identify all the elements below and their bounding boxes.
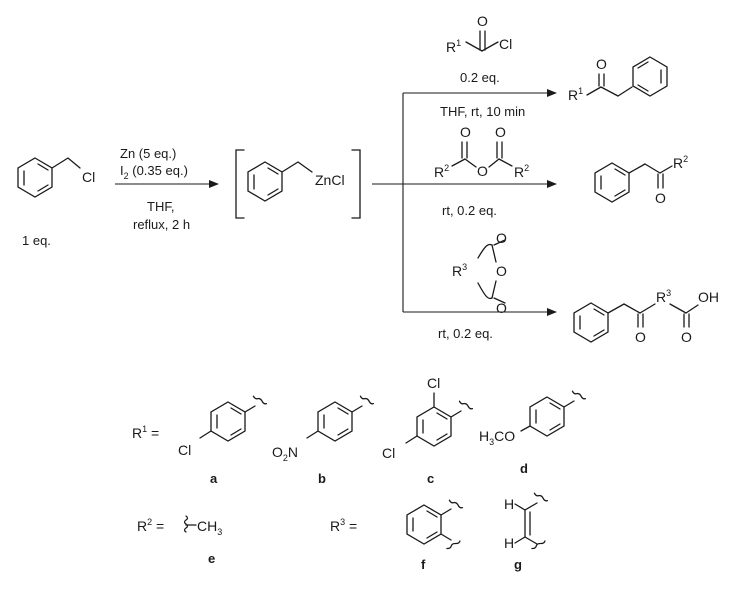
benzylzinc-intermediate: ZnCl — [235, 149, 361, 219]
r1-option-a: Cl — [178, 395, 268, 458]
iodine-reagent: I2 (0.35 eq.) — [120, 163, 188, 181]
left-bracket — [235, 149, 245, 219]
r2-group-left: R2 — [434, 163, 449, 180]
chloro-substituent-ortho: Cl — [427, 375, 440, 391]
carbonyl-oxygen: O — [655, 190, 666, 206]
acid-carbonyl-oxygen: O — [681, 329, 692, 345]
carbonyl-oxygen-bottom: O — [496, 300, 507, 316]
benzene-ring — [247, 161, 283, 202]
r3-group: R3 — [452, 262, 467, 279]
carbonyl-oxygen-top: O — [496, 230, 507, 246]
anhydride-conditions: rt, 0.2 eq. — [442, 203, 497, 218]
step1-conditions: reflux, 2 h — [133, 217, 190, 232]
anhydride-structure: O O O R2 R2 — [434, 124, 529, 180]
r1-group: R1 — [568, 86, 583, 103]
reactant-amount: 1 eq. — [22, 233, 51, 248]
chlorine-atom-label: Cl — [499, 36, 512, 52]
benzene-ring — [406, 504, 442, 545]
acyl-chloride-amount: 0.2 eq. — [460, 70, 500, 85]
r3-legend-label: R3 = — [330, 517, 357, 534]
label-c: c — [427, 471, 434, 486]
acyl-chloride-conditions: THF, rt, 10 min — [440, 104, 525, 119]
label-g: g — [514, 557, 522, 572]
benzene-ring — [573, 302, 609, 343]
chloro-substituent-para: Cl — [382, 445, 395, 461]
ketone-product-2: O R2 — [594, 154, 688, 206]
label-e: e — [208, 551, 215, 566]
carbonyl-oxygen-right: O — [495, 124, 506, 140]
r2-option-e: CH3 — [183, 515, 222, 537]
benzene-ring — [594, 162, 630, 203]
acyl-chloride-structure: O R1 Cl — [446, 13, 512, 55]
nitro-substituent: O2N — [272, 444, 298, 463]
r1-legend-label: R1 = — [132, 424, 159, 441]
label-a: a — [210, 471, 218, 486]
r1-option-d: H3CO — [479, 390, 587, 447]
hydroxyl-group: OH — [698, 289, 719, 305]
carbonyl-oxygen: O — [596, 56, 607, 72]
label-f: f — [421, 557, 426, 572]
r1-option-b: O2N — [272, 395, 375, 463]
benzene-ring — [17, 157, 53, 198]
keto-acid-product: O R3 O OH — [573, 288, 719, 345]
step1-solvent: THF, — [147, 199, 174, 214]
carbonyl-oxygen-left: O — [460, 124, 471, 140]
ring-oxygen: O — [496, 263, 507, 279]
alkene-hydrogen-bottom: H — [504, 535, 514, 551]
alkene-hydrogen-top: H — [504, 496, 514, 512]
label-d: d — [520, 461, 528, 476]
zinc-reagent: Zn (5 eq.) — [120, 146, 176, 161]
carbonyl-oxygen: O — [477, 13, 488, 29]
bridging-oxygen: O — [477, 163, 488, 179]
label-b: b — [318, 471, 326, 486]
r1-option-c: Cl Cl — [382, 375, 474, 461]
r3-option-f — [406, 499, 464, 550]
benzene-ring — [529, 396, 565, 437]
methoxy-substituent: H3CO — [479, 428, 515, 447]
ketone-oxygen: O — [635, 329, 646, 345]
benzene-ring — [416, 406, 452, 447]
r2-group: R2 — [673, 154, 688, 171]
r3-group: R3 — [656, 288, 671, 305]
r2-group-right: R2 — [514, 163, 529, 180]
chloro-substituent: Cl — [178, 442, 191, 458]
zinc-chloride-group: ZnCl — [315, 172, 345, 188]
benzene-ring — [317, 401, 353, 442]
benzene-ring — [632, 56, 668, 97]
r1-group: R1 — [446, 38, 461, 55]
chlorine-atom-label: Cl — [82, 169, 95, 185]
methyl-group: CH3 — [197, 518, 222, 537]
cyclic-anhydride-structure: R3 O O O — [452, 230, 507, 316]
benzyl-chloride-structure: Cl — [17, 157, 95, 198]
r3-option-g: H H — [504, 492, 549, 551]
ketone-product-1: O R1 — [568, 56, 668, 103]
benzene-ring — [210, 401, 246, 442]
cyclic-anhydride-conditions: rt, 0.2 eq. — [438, 326, 493, 341]
r2-legend-label: R2 = — [137, 517, 164, 534]
right-bracket — [351, 149, 361, 219]
